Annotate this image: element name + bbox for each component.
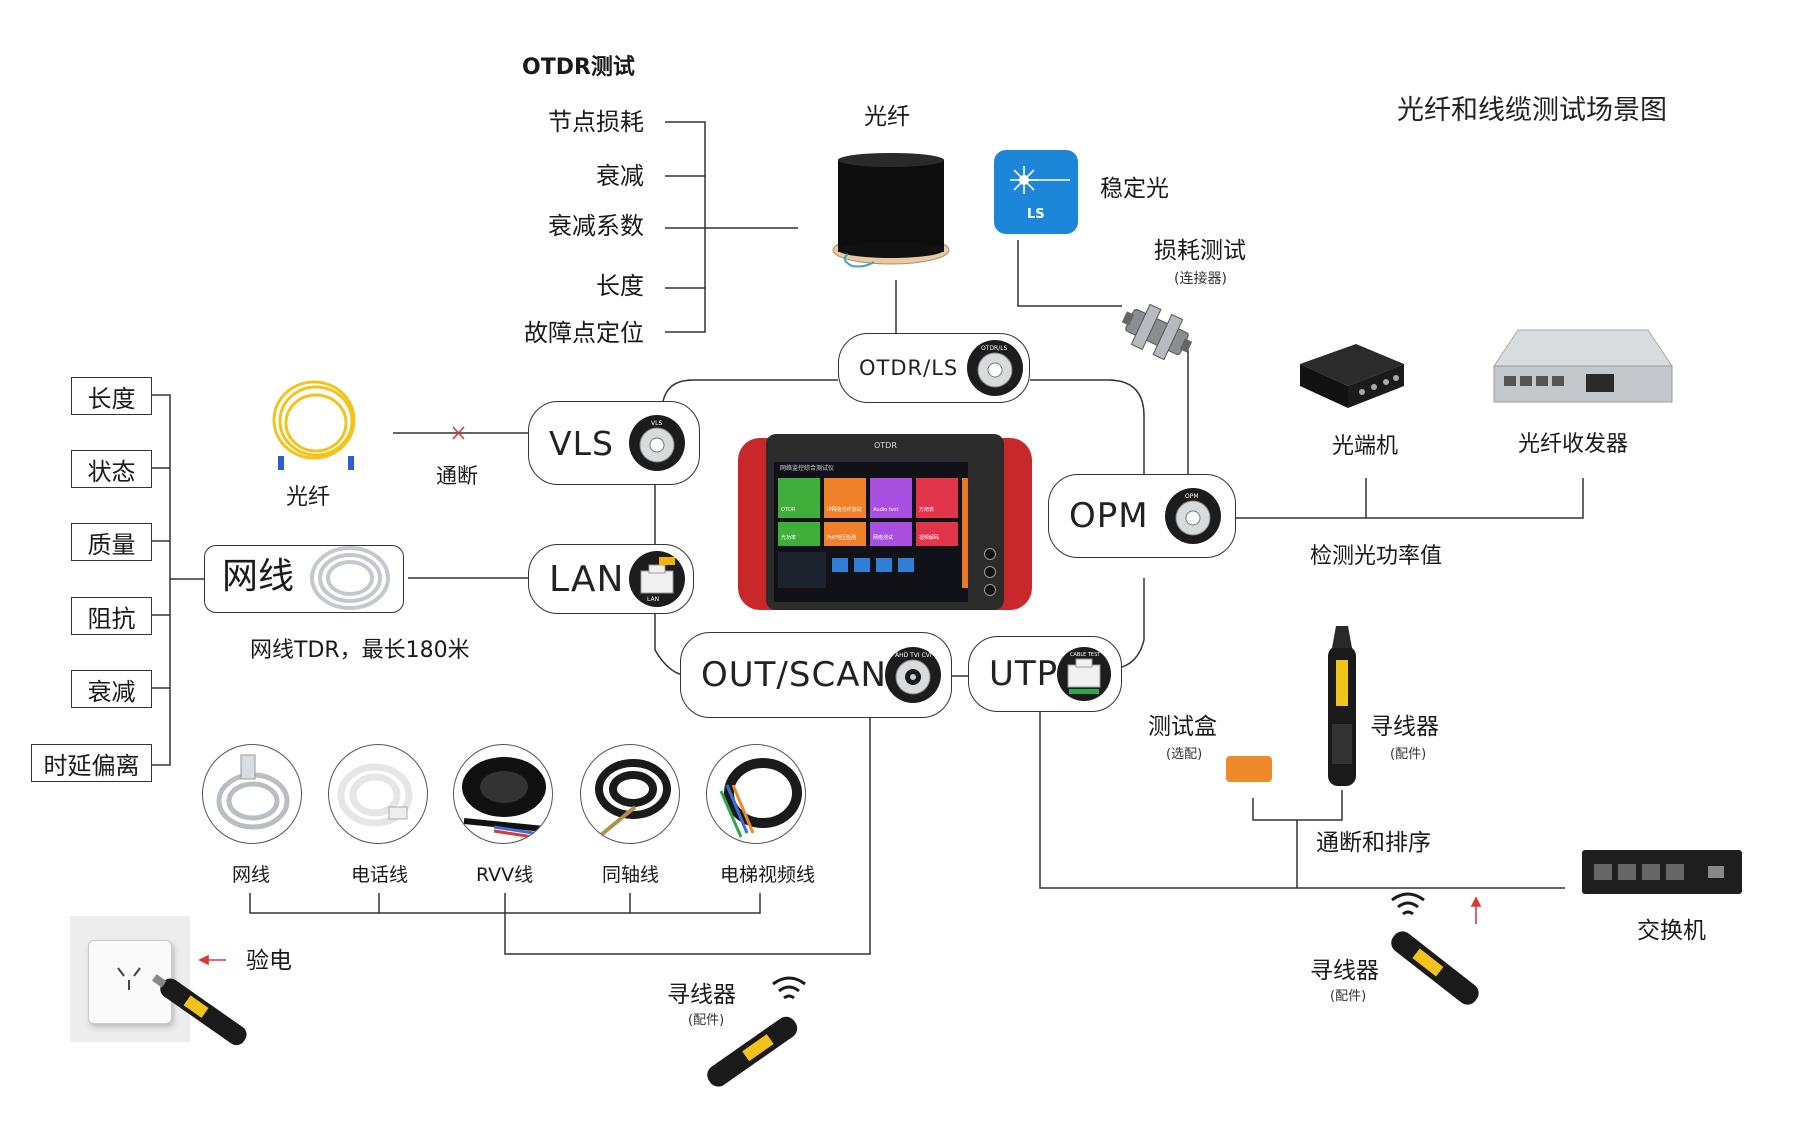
device-brand: OTDR [874,441,897,450]
tracer-switch-pen-image [1391,931,1479,1005]
tracer-right-label: 寻线器 [1370,714,1439,740]
otdr-heading: OTDR测试 [522,55,635,80]
cable-elevator-video-image [706,744,806,844]
port-otdr-ls: OTDR/LS OTDR/LS [838,333,1030,403]
param-length-box: 长度 [71,377,152,415]
patch-fiber-label: 光纤 [286,485,331,510]
bnc-port-icon: AHD TVI CVI [885,647,941,703]
fiber-reel-label: 光纤 [864,104,910,130]
port-opm: OPM OPM [1048,474,1236,558]
loss-test-label: 损耗测试 [1154,238,1246,264]
tile-audio: Audio test [870,478,912,518]
tracer-bottom-label: 寻线器 [667,982,736,1008]
lan-port-icon: LAN [629,551,685,607]
cable-telephone-label: 电话线 [351,864,409,886]
port-out-scan: OUT/SCAN AHD TVI CVI [680,632,952,718]
opm-port-icon: OPM [1165,488,1221,544]
cable-rvv-label: RVV线 [476,864,534,886]
fiber-adapter-image [1121,303,1193,361]
utp-port-icon: CABLE TEST [1057,647,1111,701]
param-quality-box: 质量 [71,523,152,561]
port-vls: VLS VLS [528,401,700,485]
tile-network: 网络测试 [870,522,912,546]
network-cable-caption: 网线TDR，最长180米 [250,638,470,663]
continuity-order-label: 通断和排序 [1316,830,1431,856]
optical-terminal-image [1300,344,1404,408]
switch-label: 交换机 [1637,918,1706,944]
wifi-signal-icon [1391,892,1425,916]
test-box-sub: (选配) [1166,747,1203,762]
diagram-title: 光纤和线缆测试场景图 [1397,95,1667,126]
opm-caption: 检测光功率值 [1310,544,1443,569]
cable-elevator-video-label: 电梯视频线 [720,864,816,886]
optical-terminal-label: 光端机 [1332,434,1399,459]
tile-otdr: OTDR [778,478,820,518]
tile-video-decode: 视频解码 [916,522,958,546]
cable-coaxial-label: 同轴线 [602,864,660,886]
loss-test-sub: (连接器) [1174,271,1227,287]
continuity-label: 通断 [436,464,478,488]
cable-network-image [202,744,302,844]
otdr-item-attenuation-coefficient: 衰减系数 [548,212,644,240]
network-cable-coil-image [310,546,390,610]
tracer-switch-label: 寻线器 [1310,958,1379,984]
test-box-label: 测试盒 [1148,714,1217,740]
tile-optical-power: 光功率 [778,522,820,546]
patch-fiber-image [272,380,356,470]
tile-poe: PoE电压检测 [824,522,866,546]
otdr-item-fault-location: 故障点定位 [524,319,644,347]
cable-coaxial-image [580,744,680,844]
wifi-signal-icon [772,976,806,1000]
wall-socket-image [70,916,190,1042]
param-delay-skew-box: 时延偏离 [31,744,152,782]
cable-network-label: 网线 [232,864,271,886]
otdr-ls-port-icon: OTDR/LS [967,340,1023,396]
cable-telephone-image [328,744,428,844]
device-screen: 网络监控综合测试仪 OTDR IP网络光纤测试 Audio test 万用表 光… [774,462,968,602]
network-cable-label: 网线 [222,556,295,597]
tester-device: OTDR 网络监控综合测试仪 OTDR IP网络光纤测试 Audio test … [738,432,1032,610]
cable-rvv-image [453,744,553,844]
fiber-transceiver-image [1493,329,1673,403]
param-attenuation-box: 衰减 [71,670,152,708]
tracer-bottom-pen-image [707,1016,798,1087]
param-status-box: 状态 [71,450,152,488]
otdr-item-node-loss: 节点损耗 [548,108,644,136]
network-switch-image [1582,850,1742,894]
param-impedance-box: 阻抗 [71,597,152,635]
stable-light-label: 稳定光 [1100,176,1169,202]
laser-source-icon: LS [994,150,1078,234]
test-box-image [1226,756,1272,782]
fiber-reel-image [832,153,950,268]
tile-multimeter: 万用表 [916,478,958,518]
otdr-item-attenuation: 衰减 [596,162,644,190]
voltage-tester-pen-image [151,974,247,1046]
port-utp: UTP CABLE TEST [968,636,1122,712]
electricity-test-label: 验电 [246,948,292,974]
tracer-right-sub: (配件) [1390,747,1427,762]
otdr-item-length: 长度 [596,272,644,300]
tracer-right-pen-image [1328,626,1356,786]
tracer-bottom-sub: (配件) [688,1013,725,1028]
tile-ip-fiber: IP网络光纤测试 [824,478,866,518]
port-lan: LAN LAN [528,544,694,614]
fiber-transceiver-label: 光纤收发器 [1518,432,1629,457]
vls-port-icon: VLS [629,415,685,471]
tracer-switch-sub: (配件) [1330,989,1367,1004]
